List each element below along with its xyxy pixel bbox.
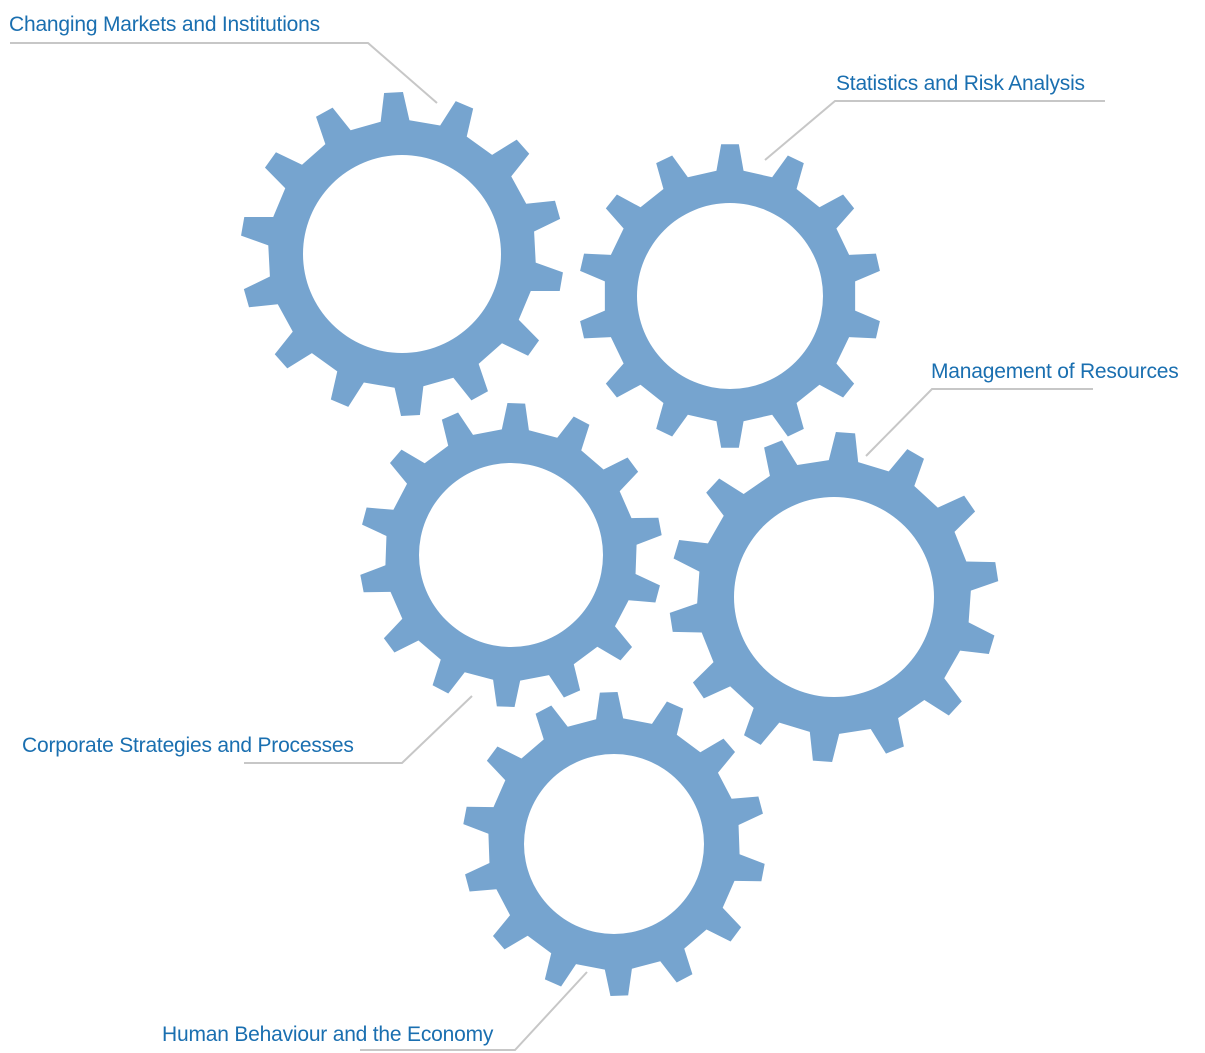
- label-management-resources: Management of Resources: [931, 360, 1179, 383]
- gear-changing-markets-icon: [241, 92, 563, 416]
- connector-corporate-strategies: [244, 695, 473, 764]
- gear-management-resources-icon: [669, 432, 999, 762]
- connector-statistics-risk: [764, 100, 1105, 161]
- label-human-behaviour: Human Behaviour and the Economy: [162, 1023, 494, 1046]
- label-changing-markets: Changing Markets and Institutions: [9, 13, 320, 36]
- connector-management-resources: [865, 388, 1093, 457]
- connector-human-behaviour: [360, 971, 588, 1051]
- gear-human-behaviour-icon: [463, 692, 765, 996]
- gear-corporate-strategies-icon: [360, 403, 662, 707]
- gears-group: [241, 92, 999, 996]
- connector-lines: [10, 42, 1105, 1051]
- connector-changing-markets: [10, 42, 438, 104]
- gear-statistics-risk-icon: [580, 144, 880, 448]
- label-statistics-risk: Statistics and Risk Analysis: [836, 72, 1085, 95]
- label-corporate-strategies: Corporate Strategies and Processes: [22, 734, 354, 757]
